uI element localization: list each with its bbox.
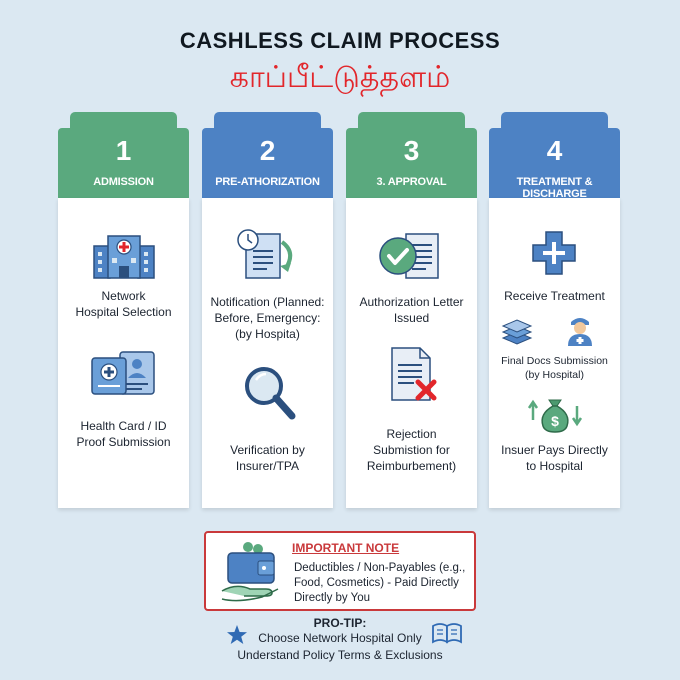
step-4-card: 4 TREATMENT & DISCHARGE Receive Treatmen… [489,112,620,508]
protip-title: PRO-TIP: [313,616,367,630]
wallet-hand-icon [221,542,279,602]
rejected-document-icon [391,347,437,401]
step-1-body: Network Hospital Selection Health Card /… [58,198,189,508]
magnifier-icon [245,367,296,420]
step-3-card: 3 3. APPROVAL Authorization Letter Issue… [346,112,477,508]
step-2-header: 2 PRE-ATHORIZATION [202,128,333,198]
step-1-card: 1 ADMISSION Network Hospital Selection [58,112,189,508]
step-label: PRE-ATHORIZATION [215,176,320,188]
svg-text:$: $ [551,413,559,429]
step-item-text: Authorization Letter Issued [359,295,464,325]
page-subtitle: காப்பீட்டுத்தளம் [229,60,451,95]
step-label: ADMISSION [93,176,154,188]
approved-document-icon [379,233,439,279]
step-label: 3. APPROVAL [376,176,447,188]
book-icon [432,623,462,644]
important-note-box: IMPORTANT NOTE Deductibles / Non-Payable… [204,531,476,611]
documents-stack-icon [501,319,533,345]
step-item-text: Final Docs Submission (by Hospital) [501,355,608,381]
step-number: 4 [546,135,563,166]
step-item-text: Network Hospital Selection [75,289,172,319]
protip-line: Choose Network Hospital Only [258,631,422,645]
protip-line: Understand Policy Terms & Exclusions [237,648,443,662]
step-number: 2 [259,135,276,166]
step-1-header: 1 ADMISSION [58,128,189,198]
doctor-icon [568,318,592,346]
step-number: 1 [115,135,132,166]
id-card-icon [91,351,155,395]
medical-cross-icon [532,231,576,275]
step-3-header: 3 3. APPROVAL [346,128,477,198]
step-item-text: Health Card / ID Proof Submission [76,419,171,449]
step-item-text: Receive Treatment [504,289,605,303]
step-item-text: Rejection Submistion for Reimburbement) [366,427,457,473]
step-item-text: Insuer Pays Directly to Hospital [501,443,608,473]
step-item-text: Notification (Planned: Before, Emergency… [210,295,325,341]
page-title: CASHLESS CLAIM PROCESS [179,28,501,53]
money-bag-icon: $ [527,399,583,433]
step-2-body: Notification (Planned: Before, Emergency… [202,198,333,508]
step-2-card: 2 PRE-ATHORIZATION Notification (Planned… [202,112,333,508]
hospital-icon [93,235,155,279]
step-label: TREATMENT & DISCHARGE [516,176,593,200]
note-text: Deductibles / Non-Payables (e.g., Food, … [294,562,466,604]
star-icon [227,625,247,644]
step-3-body: Authorization Letter Issued Rejection Su… [346,198,477,508]
step-number: 3 [403,135,420,166]
note-title: IMPORTANT NOTE [292,541,400,555]
step-4-header: 4 TREATMENT & DISCHARGE [489,128,620,200]
step-item-text: Verification by Insurer/TPA [230,443,305,473]
clock-document-icon [237,229,293,279]
step-4-body: Receive Treatment Final Docs Submission … [489,198,620,508]
